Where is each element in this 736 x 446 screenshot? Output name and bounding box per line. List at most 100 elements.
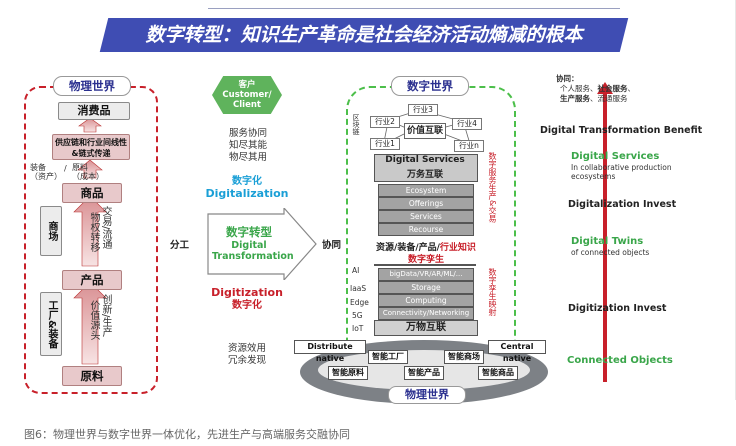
transformation-en-1: Digital xyxy=(231,240,267,251)
efficiency-line2: 冗余发现 xyxy=(227,355,266,366)
supply-chain-box: 供应链和行业间线性&链式传递 xyxy=(52,134,130,160)
tech-5g: 5G xyxy=(352,311,363,320)
smart-product: 智能产品 xyxy=(404,366,444,380)
collab-sep: 、 xyxy=(627,84,636,93)
industry-n: 行业n xyxy=(454,140,484,152)
arrow-up-product xyxy=(73,195,107,267)
digitalization-cn: 数字化 xyxy=(232,176,262,187)
material-cost-label: 原料（成本） xyxy=(72,163,104,181)
digital-services-cn: 万务互联 xyxy=(406,170,443,180)
division-label: 分工 xyxy=(170,240,190,251)
arrow-up-consumer xyxy=(78,117,102,133)
ring-physical-title: 物理世界 xyxy=(388,386,466,404)
tech-storage: Storage xyxy=(378,281,474,294)
value-internet: 价值互联 xyxy=(404,123,446,139)
transformation-cn: 数字转型 xyxy=(226,225,272,239)
resources-line: 资源/装备/产品/行业知识 xyxy=(356,240,496,253)
digitization-cn: 数字化 xyxy=(232,300,262,311)
central-native: Central native xyxy=(488,340,546,363)
twin-divider xyxy=(374,264,476,266)
resources-red: 行业知识 xyxy=(439,243,476,253)
tech-edge: Edge xyxy=(350,298,369,307)
tech-bigdata: bigData/VR/AR/ML/... xyxy=(378,268,474,281)
digital-services-title: Digital Services xyxy=(385,155,465,165)
benefit-label: Digital Transformation Benefit xyxy=(540,125,703,136)
customer-services: 服务协同 知尽其能 物尽其用 xyxy=(216,128,280,164)
equipment-label: 装备（资产） xyxy=(30,163,62,181)
services-sub-1: In collaborative production xyxy=(571,163,672,172)
physical-arrows xyxy=(73,117,107,365)
services-sub-2: ecosystems xyxy=(571,172,616,181)
transformation-en: Digital Transformation xyxy=(212,240,294,262)
ownership-label: 物权转移 xyxy=(88,212,99,252)
goods-box: 商品 xyxy=(62,183,122,203)
benefit-arrow-shaft xyxy=(603,90,607,382)
smart-mall: 智能商场 xyxy=(444,350,484,364)
digital-world-title: 数字世界 xyxy=(391,76,469,96)
tech-computing: Computing xyxy=(378,294,474,307)
connected-objects: Connected Objects xyxy=(567,355,673,366)
right-collab-line2: 生产服务、流通服务 xyxy=(560,94,628,103)
digital-twins-sub: of connected objects xyxy=(571,248,650,257)
efficiency-line1: 资源效用 xyxy=(227,343,266,354)
tech-iot: IoT xyxy=(352,324,364,333)
collab-label: 协同 xyxy=(322,240,342,251)
customer-cn: 客户 xyxy=(238,80,256,90)
distribute-native: Distribute native xyxy=(294,340,366,363)
collab-circulation: 、流通服务 xyxy=(590,94,628,103)
arrow-up-raw xyxy=(73,281,107,365)
exchange-label: 交易/流通 xyxy=(100,206,111,250)
smart-goods: 智能商品 xyxy=(478,366,518,380)
industry-2: 行业2 xyxy=(370,116,400,128)
digitization-en: Digitization xyxy=(211,286,283,299)
customer-hexagon: 客户 Customer/ Client xyxy=(212,76,282,114)
digitalization-en: Digitalization xyxy=(205,187,289,200)
tech-connectivity: Connectivity/Networking xyxy=(378,307,474,320)
efficiency-text: 资源效用 冗余发现 xyxy=(212,343,282,367)
collab-personal: 个人服务、 xyxy=(560,84,598,93)
digital-twins-label: Digital Twins xyxy=(571,236,644,247)
iot-box: 万物互联 xyxy=(374,320,478,336)
digital-services-label: Digital Services xyxy=(571,151,660,162)
blockchain-label: 区块链 xyxy=(352,114,360,135)
market-box: 商场 xyxy=(40,206,62,256)
smart-factory: 智能工厂 xyxy=(368,350,408,364)
figure-caption: 图6：物理世界与数字世界一体优化，先进生产与高端服务交融协同 xyxy=(24,428,350,441)
goods-use: 物尽其用 xyxy=(228,152,267,163)
right-collab-line1: 个人服务、社会服务、 xyxy=(560,84,635,93)
right-collab-title: 协同： xyxy=(556,74,579,83)
collab-social: 社会服务 xyxy=(597,84,628,93)
collab-production: 生产服务 xyxy=(560,94,590,103)
digital-services-sub: In collaborative production ecosystems xyxy=(571,163,672,181)
side-twin-label: 数字孪生映射 xyxy=(488,268,497,316)
customer-en: Customer/ Client xyxy=(222,90,272,110)
service-collab: 服务协同 xyxy=(228,128,267,139)
page-title: 数字转型：知识生产革命是社会经济活动熵减的根本 xyxy=(145,24,583,46)
industry-1: 行业1 xyxy=(370,138,400,150)
product-box: 产品 xyxy=(62,270,122,290)
value-source-label: 价值源头 xyxy=(88,300,99,340)
top-rule xyxy=(208,8,620,9)
industry-3: 行业3 xyxy=(408,104,438,116)
innovation-label: 创新/生产 xyxy=(100,294,111,338)
resources-black: 资源/装备/产品/ xyxy=(376,243,440,253)
smart-raw: 智能原料 xyxy=(328,366,368,380)
physical-world-title: 物理世界 xyxy=(53,76,131,96)
transformation-arrow xyxy=(207,208,317,280)
digital-services-head xyxy=(374,154,478,182)
slash-label: / xyxy=(64,164,67,173)
arrow-up-goods xyxy=(77,159,103,179)
factory-box: 工厂&装备 xyxy=(40,292,62,356)
digitization-invest: Digitization Invest xyxy=(568,303,667,314)
raw-material-box: 原料 xyxy=(62,366,122,386)
industry-4: 行业4 xyxy=(452,118,482,130)
service-recourse: Recourse xyxy=(378,223,474,236)
consumer-goods-box: 消费品 xyxy=(58,102,130,120)
tech-ai: AI xyxy=(352,266,360,275)
service-ecosystem: Ecosystem xyxy=(378,184,474,197)
knowledge-use: 知尽其能 xyxy=(228,140,267,151)
digital-twin-label: 数字孪生 xyxy=(407,255,444,265)
side-services-label: 数字服务生产&交易 xyxy=(488,152,497,223)
transformation-en-2: Transformation xyxy=(212,251,294,262)
service-offerings: Offerings xyxy=(378,197,474,210)
